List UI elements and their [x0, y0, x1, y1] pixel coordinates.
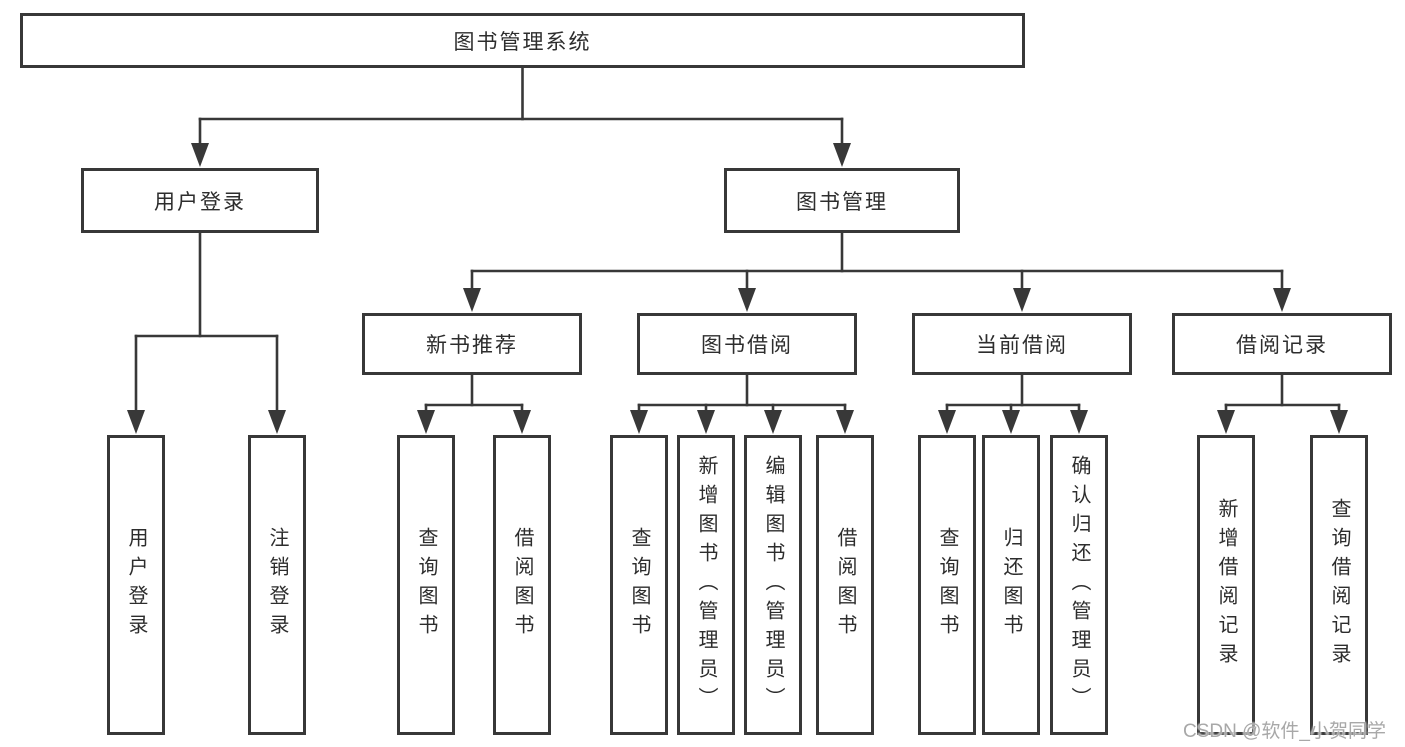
arrowhead-icon [191, 143, 209, 167]
node-query-books-rec: 查询图书 [397, 435, 455, 735]
arrowhead-icon [417, 410, 435, 434]
node-logout-leaf: 注销登录 [248, 435, 306, 735]
node-root: 图书管理系统 [20, 13, 1025, 68]
arrowhead-icon [127, 410, 145, 434]
node-book-mgmt: 图书管理 [724, 168, 960, 233]
node-label-user-login: 用户登录 [154, 190, 246, 214]
node-label-add-borrow-record: 新增借阅记录 [1215, 498, 1237, 672]
node-label-root: 图书管理系统 [453, 30, 592, 54]
node-label-confirm-return-admin: 确认归还（管理员） [1068, 454, 1090, 716]
arrowhead-icon [463, 288, 481, 312]
node-label-book-mgmt: 图书管理 [796, 190, 888, 214]
arrowhead-icon [938, 410, 956, 434]
arrowhead-icon [513, 410, 531, 434]
arrowhead-icon [1013, 288, 1031, 312]
arrowhead-icon [1070, 410, 1088, 434]
node-query-borrow-record: 查询借阅记录 [1310, 435, 1368, 735]
node-query-books-current: 查询图书 [918, 435, 976, 735]
node-label-book-borrow: 图书借阅 [701, 334, 793, 357]
node-label-borrow-records: 借阅记录 [1236, 334, 1328, 357]
node-new-book-rec: 新书推荐 [362, 313, 582, 375]
node-label-borrow-books-leaf: 借阅图书 [834, 527, 856, 643]
arrowhead-icon [764, 410, 782, 434]
node-confirm-return-admin: 确认归还（管理员） [1050, 435, 1108, 735]
node-edit-books-admin: 编辑图书（管理员） [744, 435, 802, 735]
node-label-edit-books-admin: 编辑图书（管理员） [762, 454, 784, 716]
node-current-borrow: 当前借阅 [912, 313, 1132, 375]
node-book-borrow: 图书借阅 [637, 313, 857, 375]
node-label-new-book-rec: 新书推荐 [426, 334, 518, 357]
node-label-current-borrow: 当前借阅 [976, 334, 1068, 357]
arrowhead-icon [1217, 410, 1235, 434]
node-label-borrow-books-rec: 借阅图书 [511, 527, 533, 643]
arrowhead-icon [697, 410, 715, 434]
arrowhead-icon [738, 288, 756, 312]
arrowhead-icon [630, 410, 648, 434]
node-label-query-books-rec: 查询图书 [415, 527, 437, 643]
node-label-user-login-leaf: 用户登录 [125, 527, 147, 643]
node-label-return-books: 归还图书 [1000, 527, 1022, 643]
node-borrow-books-leaf: 借阅图书 [816, 435, 874, 735]
node-add-books-admin: 新增图书（管理员） [677, 435, 735, 735]
node-user-login: 用户登录 [81, 168, 319, 233]
node-borrow-books-rec: 借阅图书 [493, 435, 551, 735]
arrowhead-icon [833, 143, 851, 167]
node-label-query-books-borrow: 查询图书 [628, 527, 650, 643]
node-label-query-borrow-record: 查询借阅记录 [1328, 498, 1350, 672]
arrowhead-icon [1330, 410, 1348, 434]
node-return-books: 归还图书 [982, 435, 1040, 735]
node-label-add-books-admin: 新增图书（管理员） [695, 454, 717, 716]
arrowhead-icon [1002, 410, 1020, 434]
node-label-query-books-current: 查询图书 [936, 527, 958, 643]
arrowhead-icon [268, 410, 286, 434]
node-query-books-borrow: 查询图书 [610, 435, 668, 735]
arrowhead-icon [836, 410, 854, 434]
node-user-login-leaf: 用户登录 [107, 435, 165, 735]
csdn-watermark: CSDN @软件_小贺同学 [1183, 721, 1386, 742]
arrowhead-icon [1273, 288, 1291, 312]
node-borrow-records: 借阅记录 [1172, 313, 1392, 375]
node-label-logout-leaf: 注销登录 [266, 527, 288, 643]
node-add-borrow-record: 新增借阅记录 [1197, 435, 1255, 735]
